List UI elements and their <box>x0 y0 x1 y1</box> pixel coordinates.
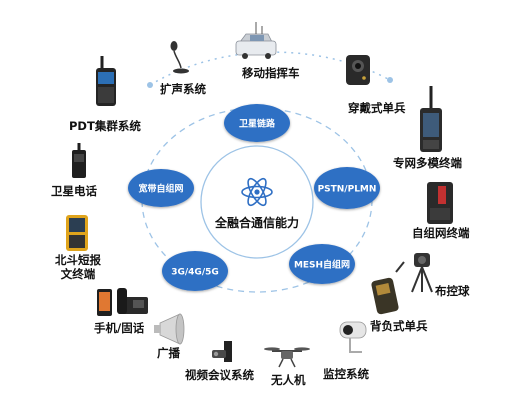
label-monitor: 监控系统 <box>323 367 369 381</box>
label-vehicle: 移动指挥车 <box>242 66 300 80</box>
svg-text:宽带自组网: 宽带自组网 <box>137 183 183 195</box>
label-multimode: 专网多模终端 <box>393 156 462 170</box>
label-pdt: PDT集群系统 <box>69 119 141 133</box>
svg-text:MESH自组网: MESH自组网 <box>294 259 350 271</box>
multimode-terminal-icon <box>420 86 442 152</box>
node-satellite[interactable]: 卫星链路 <box>224 104 290 142</box>
label-pa: 扩声系统 <box>160 82 206 96</box>
svg-text:PSTN/PLMN: PSTN/PLMN <box>318 185 377 195</box>
atom-icon <box>241 177 273 207</box>
orbit-dot <box>387 77 393 83</box>
node-mobile[interactable]: 3G/4G/5G <box>162 251 228 291</box>
pdt-radio-icon <box>96 56 116 106</box>
beidou-terminal-icon <box>66 215 88 251</box>
microphone-icon <box>170 41 189 74</box>
label-broadcast: 广播 <box>157 346 180 360</box>
svg-text:卫星链路: 卫星链路 <box>239 118 276 130</box>
body-camera-icon <box>346 55 370 85</box>
adhoc-terminal-icon <box>427 182 453 224</box>
landline-phone-icon <box>117 288 148 314</box>
broadcast-speaker-icon <box>154 313 185 345</box>
deploy-ball-icon <box>411 253 433 293</box>
label-adhoc: 自组网终端 <box>412 226 470 240</box>
label-body-cam: 穿戴式单兵 <box>348 101 406 115</box>
video-conference-icon <box>212 341 232 362</box>
center-label: 全融合通信能力 <box>214 215 299 230</box>
surveillance-camera-icon <box>339 321 367 353</box>
node-broadband[interactable]: 宽带自组网 <box>128 169 194 207</box>
vehicle-icon <box>235 22 277 59</box>
label-sat-phone: 卫星电话 <box>51 184 97 198</box>
node-pstn[interactable]: PSTN/PLMN <box>314 167 380 209</box>
label-video-conf: 视频会议系统 <box>185 368 254 382</box>
backpack-icon <box>371 261 405 315</box>
mobile-phone-icon <box>97 289 112 316</box>
label-beidou: 北斗短报 文终端 <box>55 253 101 281</box>
svg-text:3G/4G/5G: 3G/4G/5G <box>171 268 219 278</box>
drone-icon <box>264 347 310 368</box>
label-drone: 无人机 <box>271 373 306 387</box>
label-phone: 手机/固话 <box>94 321 145 335</box>
label-backpack: 背负式单兵 <box>370 319 428 333</box>
satellite-phone-icon <box>72 143 86 178</box>
label-deploy-ball: 布控球 <box>435 284 470 298</box>
node-mesh[interactable]: MESH自组网 <box>289 244 355 284</box>
orbit-dot <box>147 82 153 88</box>
